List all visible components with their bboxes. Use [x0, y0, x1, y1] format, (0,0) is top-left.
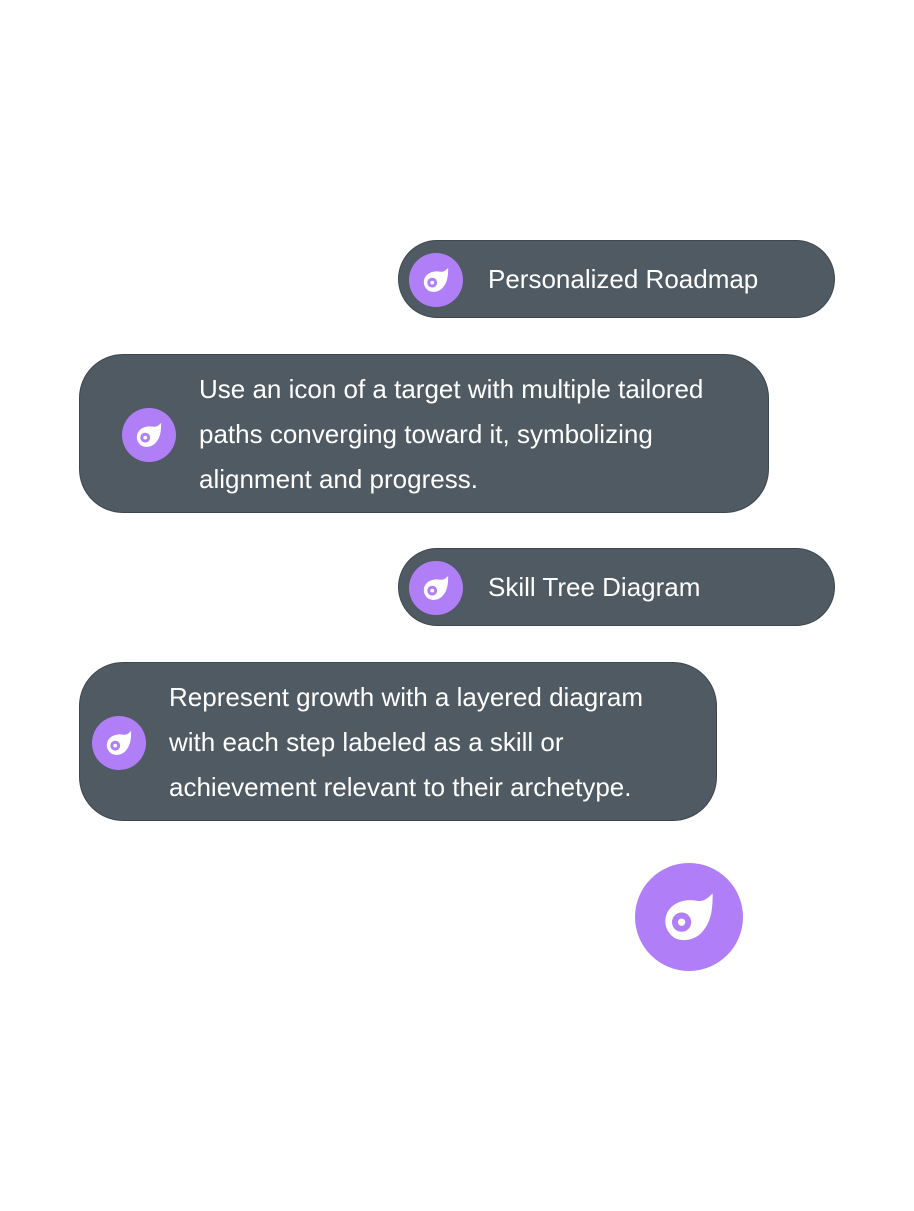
eye-drop-icon	[652, 880, 726, 954]
message-line: paths converging toward it, symbolizing	[199, 419, 653, 449]
avatar	[122, 408, 176, 462]
avatar	[409, 561, 463, 615]
eye-drop-icon	[100, 724, 138, 762]
message-title-text: Skill Tree Diagram	[488, 572, 701, 602]
message-title-text: Personalized Roadmap	[488, 264, 759, 294]
avatar	[92, 716, 146, 770]
avatar	[409, 253, 463, 307]
message-description-text: Represent growth with a layered diagram …	[169, 675, 643, 810]
message-description-skill-tree[interactable]: Represent growth with a layered diagram …	[79, 662, 717, 821]
eye-drop-icon	[130, 416, 168, 454]
eye-drop-icon	[417, 261, 455, 299]
message-line: Use an icon of a target with multiple ta…	[199, 374, 704, 404]
message-line: Represent growth with a layered diagram	[169, 682, 644, 712]
typing-avatar[interactable]	[635, 863, 743, 971]
message-description-roadmap[interactable]: Use an icon of a target with multiple ta…	[79, 354, 769, 513]
message-description-text: Use an icon of a target with multiple ta…	[199, 367, 703, 502]
message-line: with each step labeled as a skill or	[169, 727, 564, 757]
eye-drop-icon	[417, 569, 455, 607]
message-line: achievement relevant to their archetype.	[169, 772, 632, 802]
message-line: alignment and progress.	[199, 464, 478, 494]
message-title-personalized-roadmap[interactable]: Personalized Roadmap	[398, 240, 835, 318]
message-title-skill-tree-diagram[interactable]: Skill Tree Diagram	[398, 548, 835, 626]
